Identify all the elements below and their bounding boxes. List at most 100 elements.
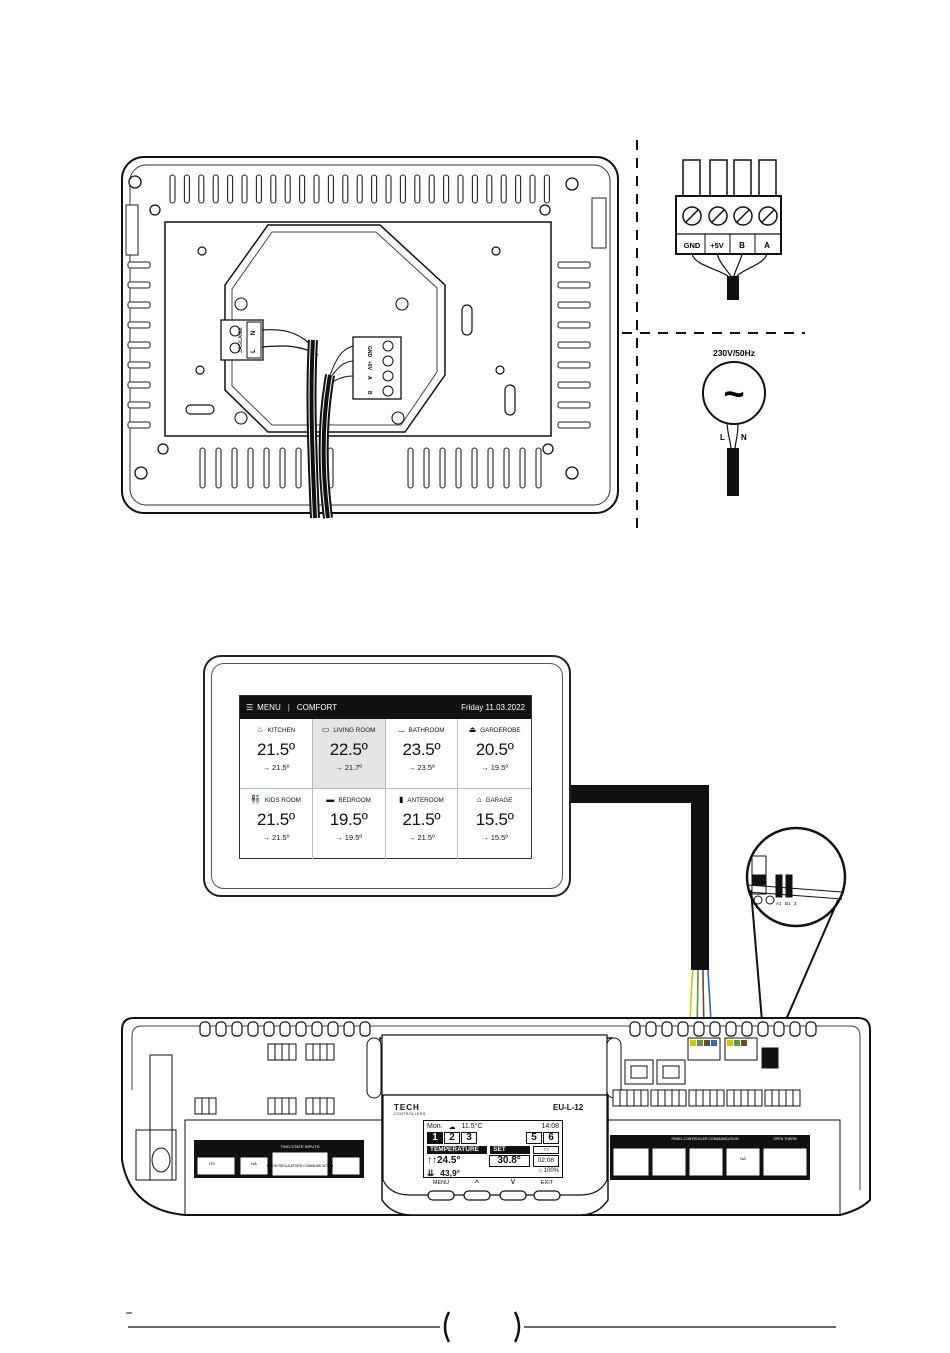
terminal-screw	[619, 1089, 628, 1107]
terminal-screw	[208, 1097, 217, 1115]
terminal-screw	[267, 1043, 276, 1061]
vent-slot	[342, 174, 349, 204]
door-icon: ▮	[398, 795, 404, 804]
vent-slot	[241, 174, 248, 204]
room-temperature: 21.5º	[256, 810, 295, 829]
terminal-screw	[326, 1043, 335, 1061]
room-setpoint: → 23.5º	[407, 763, 435, 772]
terminal-screw	[657, 1089, 666, 1107]
kids-icon: 👫	[250, 795, 261, 804]
vent-slot	[356, 174, 363, 204]
vent-slot	[535, 447, 542, 489]
lcd-outdoor: 11.5°C	[461, 1123, 483, 1130]
vent-slot	[399, 174, 406, 204]
vent-slot	[543, 174, 550, 204]
vent-bump	[231, 1021, 243, 1037]
room-temperature: 22.5º	[329, 740, 368, 759]
lcd-humidity: 43,9°	[440, 1168, 461, 1178]
vent-slot	[471, 174, 478, 204]
zone-number: 6	[543, 1132, 559, 1144]
terminal-screw	[771, 1089, 780, 1107]
lcd-set-label: SET	[490, 1146, 531, 1154]
garage-icon: ⌂	[476, 795, 482, 804]
room-name: ⏏GARDEROBE	[458, 726, 531, 734]
vent-slot	[487, 447, 494, 489]
terminal-screw	[201, 1097, 210, 1115]
room-name: ⌂GARAGE	[458, 796, 531, 804]
terminal-screw	[640, 1089, 649, 1107]
vent-slot	[457, 174, 464, 204]
hamburger-icon: ☰	[246, 703, 254, 712]
vent-bump	[677, 1021, 689, 1037]
terminal-screw	[702, 1089, 711, 1107]
vent-slot	[471, 447, 478, 489]
terminal-screw	[740, 1089, 749, 1107]
up-key-label[interactable]: ^	[474, 1178, 480, 1188]
terminal-screw	[319, 1097, 328, 1115]
vent-slot	[284, 174, 291, 204]
zone-number: 5	[526, 1132, 542, 1144]
terminal-screw	[194, 1097, 203, 1115]
zone-gap	[478, 1132, 525, 1144]
bed-icon: ▬	[326, 795, 335, 804]
humidity-icon: ⇊	[427, 1168, 435, 1178]
bus0-text: GND	[366, 346, 372, 358]
lab3-text: NA	[251, 1161, 257, 1166]
vent-slot	[199, 447, 206, 489]
touch-screen-display: ☰ MENU | COMFORT Friday 11.03.2022 ♨KITC…	[239, 695, 532, 859]
date-label: Friday 11.03.2022	[461, 703, 525, 712]
vent-bump	[247, 1021, 259, 1037]
vent-slot	[198, 174, 205, 204]
lab4-text: PANEL CONTROLLER COMMUNICATION	[671, 1137, 738, 1141]
vent-slot	[212, 174, 219, 204]
vent-slot	[503, 447, 510, 489]
menu-key-label[interactable]: MENU	[432, 1180, 450, 1186]
vent-bump	[263, 1021, 275, 1037]
terminal-screw	[281, 1043, 290, 1061]
vent-bump	[645, 1021, 657, 1037]
mode-label[interactable]: COMFORT	[296, 703, 338, 712]
vent-bump	[757, 1021, 769, 1037]
room-temperature: 23.5º	[402, 740, 441, 759]
terminal-screw	[288, 1043, 297, 1061]
vent-slot	[443, 174, 450, 204]
terminal-screw	[612, 1089, 621, 1107]
vent-bump	[709, 1021, 721, 1037]
vent-slot	[299, 174, 306, 204]
room-temperature: 21.5º	[256, 740, 295, 759]
vent-slot	[255, 174, 262, 204]
back-plate-wiring-diagram: ZASILANIE N L GND +5V A B	[121, 140, 805, 530]
terminal-screw	[326, 1097, 335, 1115]
exit-key-label[interactable]: EXIT	[540, 1180, 554, 1186]
room-name: ▮ANTEROOM	[386, 796, 458, 804]
terminal-screw	[650, 1089, 659, 1107]
room-temperature: 19.5º	[329, 810, 368, 829]
bathtub-icon: ⌴	[398, 725, 405, 734]
vent-slot	[439, 447, 446, 489]
vent-bump	[199, 1021, 211, 1037]
terminal-screw	[274, 1043, 283, 1061]
lcd-time: 14:08	[541, 1123, 559, 1130]
terminal-screw	[785, 1089, 794, 1107]
room-setpoint: → 21.5º	[262, 763, 290, 772]
down-key-label[interactable]: v	[510, 1176, 516, 1186]
vent-bump	[359, 1021, 371, 1037]
vent-bump	[789, 1021, 801, 1037]
vent-slot	[515, 174, 522, 204]
terminal-screw	[726, 1089, 735, 1107]
menu-button[interactable]: ☰ MENU	[246, 703, 281, 712]
zl0-text: A1	[776, 901, 782, 906]
vent-slot	[247, 447, 254, 489]
pwr-l-text: L	[720, 433, 725, 442]
